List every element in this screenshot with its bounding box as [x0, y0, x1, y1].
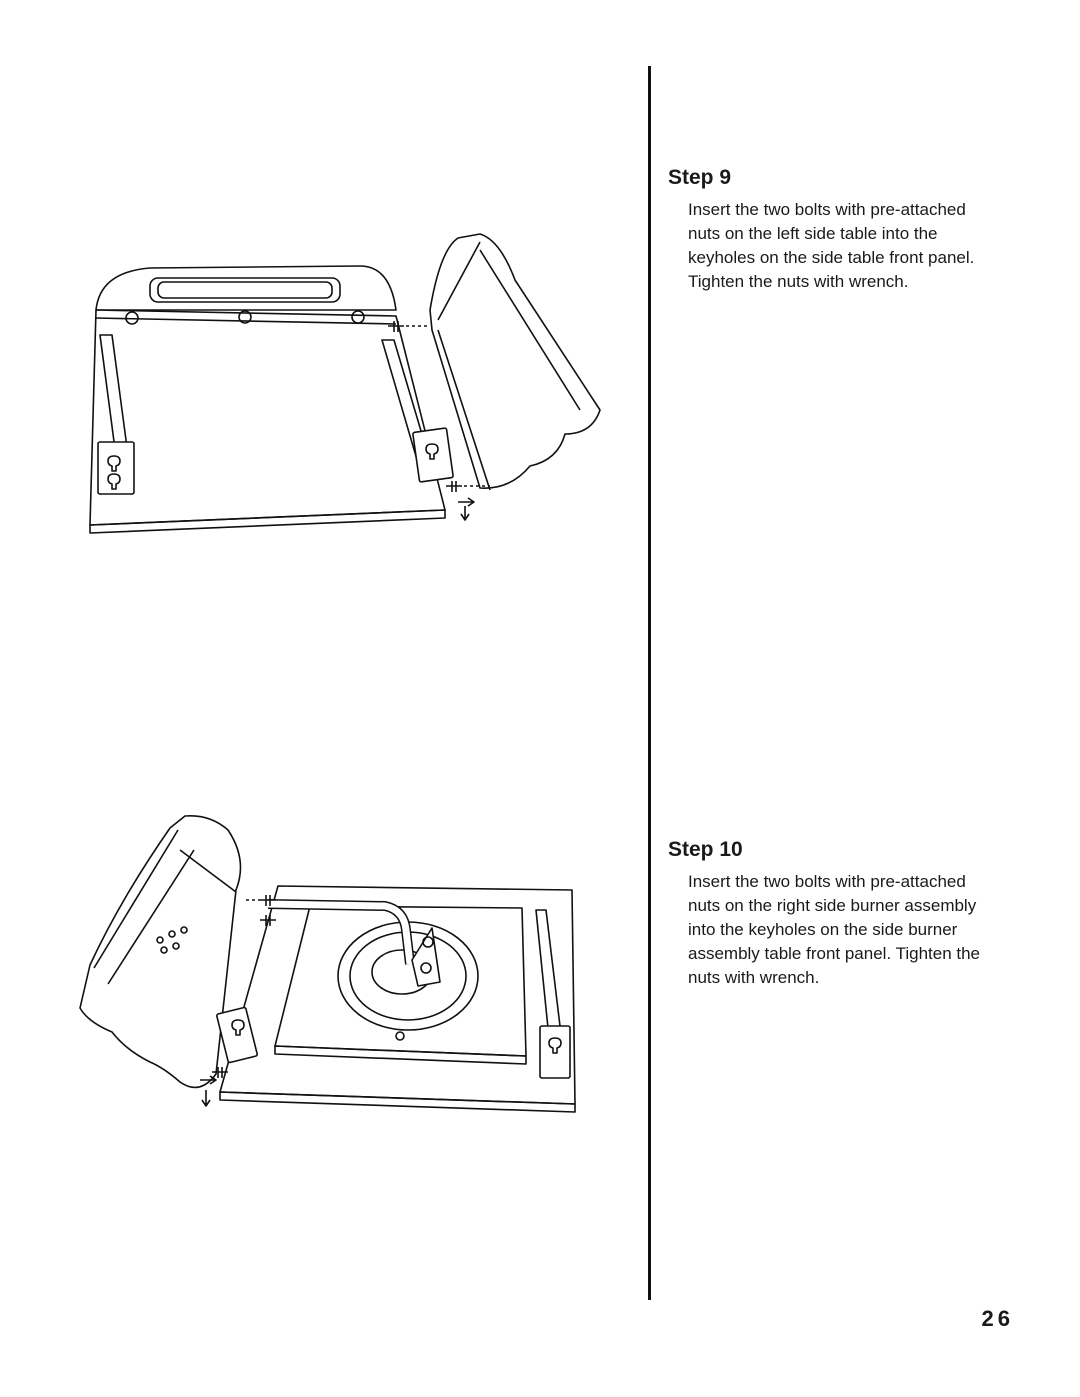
step10-section: Step 10 Insert the two bolts with pre-at… — [668, 838, 988, 990]
step9-body: Insert the two bolts with pre-attached n… — [688, 200, 975, 291]
step9-title: Step 9 — [668, 166, 732, 189]
step9-section: Step 9 Insert the two bolts with pre-att… — [668, 166, 988, 294]
page-number: 26 — [981, 1306, 1014, 1331]
step10-illustration — [60, 800, 600, 1130]
step9-illustration — [60, 220, 620, 550]
step10-body: Insert the two bolts with pre-attached n… — [688, 872, 981, 987]
step10-title: Step 10 — [668, 838, 743, 861]
column-divider — [648, 66, 651, 1300]
